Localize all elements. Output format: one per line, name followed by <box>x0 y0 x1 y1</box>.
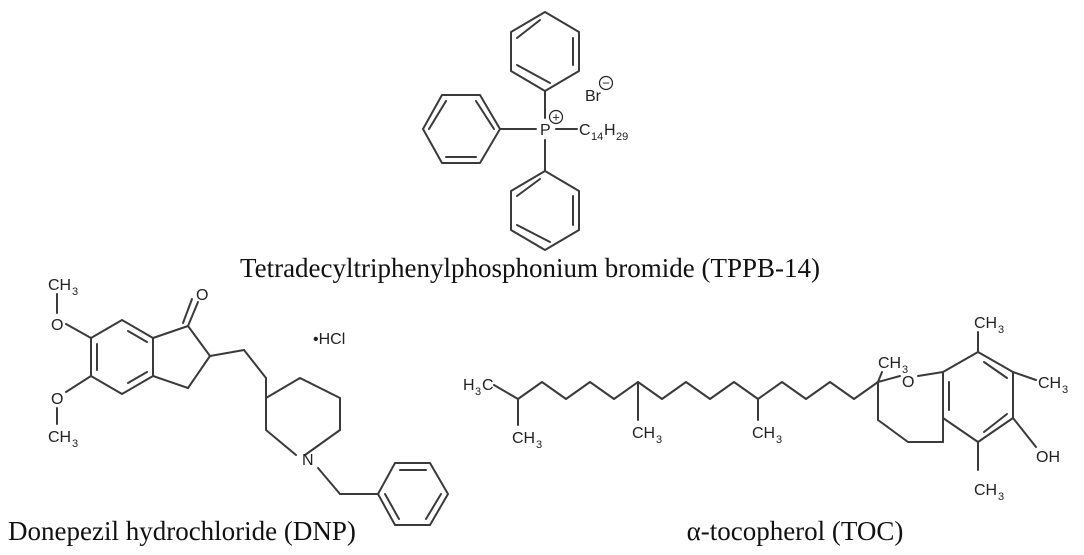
toc-h3c-h: H <box>463 377 475 394</box>
methyl-bottom-label: CH <box>48 429 71 446</box>
chain-hydrogen-subscript: 29 <box>616 131 628 143</box>
toc-ch3-a-subscript: 3 <box>536 439 542 451</box>
toc-ch3-c: CH <box>752 425 775 442</box>
chain-carbon-label: C <box>579 122 591 139</box>
tppb-phenyl-top <box>510 11 580 92</box>
toc-aromatic-ring <box>942 351 1014 443</box>
toc-ch3-right-subscript: 3 <box>1062 384 1068 396</box>
methyl-top-subscript: 3 <box>72 286 78 298</box>
toc-ch3-bottom: CH <box>974 482 997 499</box>
toc-ch3-bottom-subscript: 3 <box>998 491 1004 503</box>
nitrogen-label: N <box>302 452 314 469</box>
bromine-label: Br <box>585 88 602 105</box>
tppb-phenyl-bottom <box>510 170 580 251</box>
plus-charge-icon <box>548 109 564 125</box>
chain-hydrogen-label: H <box>604 122 616 139</box>
toc-structure: H 3 C CH 3 CH 3 CH 3 CH 3 O <box>463 315 1068 546</box>
toc-ch3-a: CH <box>512 430 535 447</box>
dnp-structure: O O CH 3 O CH 3 N •HCl Donepezi <box>8 277 449 546</box>
ketone-oxygen-label: O <box>196 287 208 304</box>
toc-ch3-ring: CH <box>878 355 901 372</box>
dnp-benzene-ring <box>90 319 154 395</box>
hcl-salt-label: •HCl <box>313 331 345 348</box>
toc-h3c-subscript: 3 <box>475 386 481 398</box>
tppb-phenyl-left <box>422 94 501 164</box>
dnp-caption: Donepezil hydrochloride (DNP) <box>8 516 356 546</box>
minus-charge-label: − <box>602 76 610 91</box>
toc-ch3-top: CH <box>974 315 997 332</box>
toc-caption: α-tocopherol (TOC) <box>687 516 904 546</box>
tppb-structure: P + C 14 H 29 Br − Tetradecyltriphenylph… <box>240 11 820 283</box>
toc-ch3-top-subscript: 3 <box>998 324 1004 336</box>
minus-charge-icon <box>598 75 614 91</box>
tppb-caption: Tetradecyltriphenylphosphonium bromide (… <box>240 253 820 283</box>
toc-ch3-b-subscript: 3 <box>656 434 662 446</box>
methoxy-oxygen-top: O <box>51 317 63 334</box>
chain-carbon-subscript: 14 <box>591 131 603 143</box>
toc-h3c-c: C <box>482 377 494 394</box>
toc-ch3-ring-subscript: 3 <box>902 364 908 376</box>
toc-hydroxyl: OH <box>1036 449 1060 466</box>
dnp-benzyl-ring <box>377 462 449 526</box>
phosphorus-label: P <box>540 122 551 139</box>
toc-ch3-b: CH <box>632 425 655 442</box>
methyl-bottom-subscript: 3 <box>72 438 78 450</box>
methoxy-oxygen-bottom: O <box>51 391 63 408</box>
dnp-piperidine-ring <box>265 377 341 456</box>
toc-ch3-right: CH <box>1038 375 1061 392</box>
methyl-top-label: CH <box>48 277 71 294</box>
toc-ring-oxygen: O <box>902 374 914 391</box>
plus-charge-label: + <box>552 110 560 125</box>
toc-ch3-c-subscript: 3 <box>776 434 782 446</box>
